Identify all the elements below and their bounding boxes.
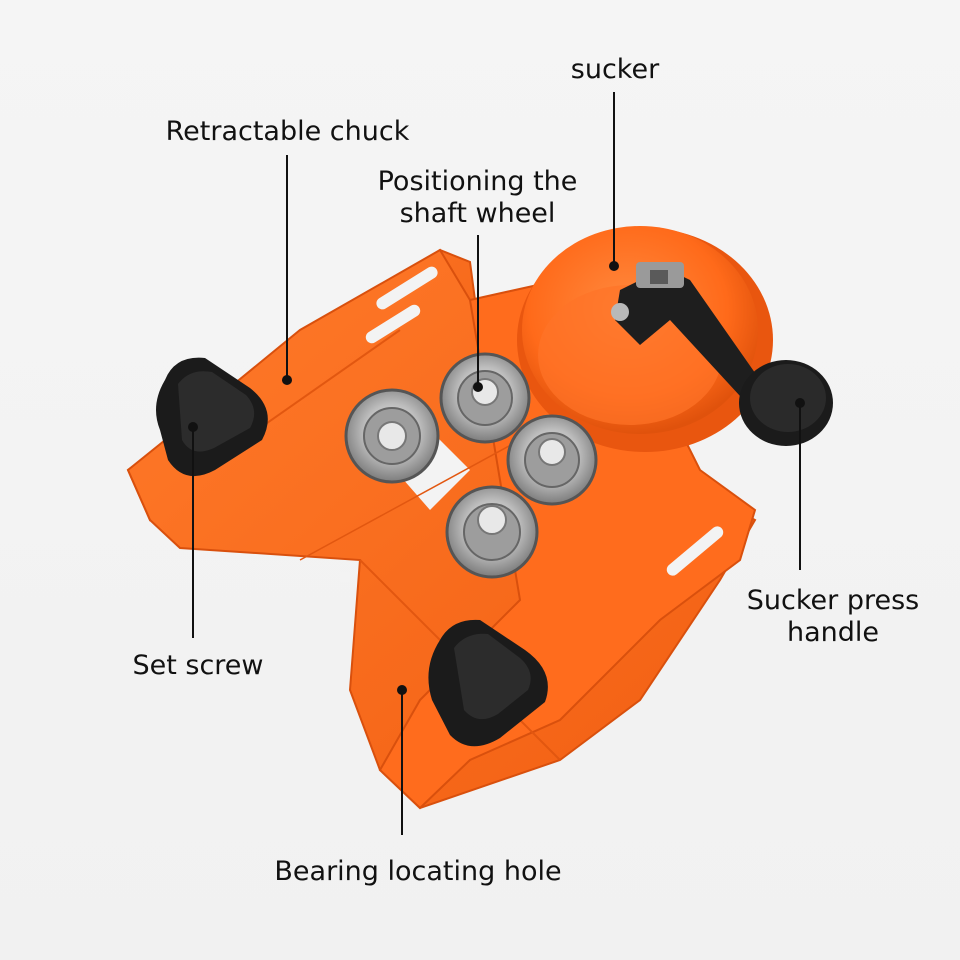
bearing-2 xyxy=(439,352,531,444)
label-retractable-chuck-text: Retractable chuck xyxy=(165,116,410,147)
label-retractable-chuck: Retractable chuck xyxy=(150,116,425,148)
leader-dot-bearing-hole xyxy=(397,685,407,695)
label-sucker-press-handle-line1: Sucker press xyxy=(746,585,920,616)
label-sucker-press-handle-line2: handle xyxy=(786,617,880,648)
label-positioning-wheel-line2: shaft wheel xyxy=(399,198,556,229)
leader-dot-positioning-wheel xyxy=(473,382,483,392)
set-screw-knob xyxy=(156,357,268,477)
leader-dot-set-screw xyxy=(188,422,198,432)
leader-lines xyxy=(188,92,805,835)
sucker-press-handle xyxy=(611,262,833,446)
leader-dot-sucker xyxy=(609,261,619,271)
label-set-screw-text: Set screw xyxy=(132,650,264,681)
label-bearing-locating-hole: Bearing locating hole xyxy=(258,856,578,888)
bearing-3 xyxy=(506,414,598,506)
bearing-1 xyxy=(344,388,440,484)
bearing-4 xyxy=(445,485,539,579)
leader-dot-retractable-chuck xyxy=(282,375,292,385)
label-sucker: sucker xyxy=(560,54,670,86)
label-sucker-press-handle: Sucker press handle xyxy=(733,585,933,649)
label-set-screw: Set screw xyxy=(118,650,278,682)
label-bearing-locating-hole-text: Bearing locating hole xyxy=(274,856,562,887)
label-positioning-wheel: Positioning the shaft wheel xyxy=(360,166,595,230)
label-positioning-wheel-line1: Positioning the xyxy=(377,166,578,197)
lower-knob xyxy=(428,619,548,747)
positioning-shaft-wheels xyxy=(344,352,598,579)
label-sucker-text: sucker xyxy=(570,54,660,85)
leader-dot-press-handle xyxy=(795,398,805,408)
